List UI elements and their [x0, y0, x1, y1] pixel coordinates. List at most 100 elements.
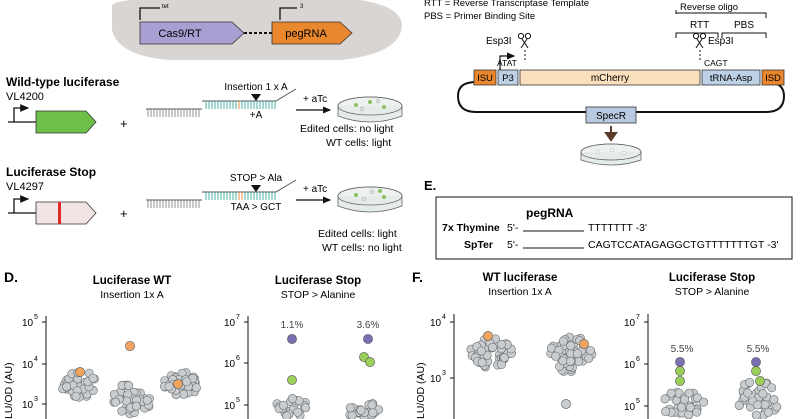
panel-f-left-tick-2: 103	[430, 370, 454, 385]
data-dot	[734, 400, 744, 410]
data-dot	[767, 383, 777, 393]
petri-dish-wt	[337, 96, 403, 123]
data-dot	[142, 395, 152, 405]
data-dot	[301, 403, 311, 413]
legend-top-right: RTT = Reverse Transcriptase Template PBS…	[424, 0, 767, 38]
svg-text:10: 10	[22, 318, 34, 329]
esp3i-right-label: Esp3I	[708, 36, 734, 47]
construct-stop-strain: VL4297	[6, 181, 44, 193]
data-dot	[585, 346, 595, 356]
cas9-rt-label: Cas9/RT	[158, 28, 201, 40]
specr-block	[585, 106, 637, 124]
construct-stop-title: Luciferase Stop	[6, 165, 96, 179]
mcherry-label: mCherry	[591, 73, 629, 84]
panel-f: F. WT luciferase Insertion 1x A Lucifera…	[412, 269, 782, 419]
specr-label: SpecR	[596, 111, 626, 122]
data-dot	[124, 380, 134, 390]
panel-f-pct-2: 5.5%	[747, 344, 770, 355]
data-dot	[584, 353, 594, 363]
data-dot	[345, 403, 355, 413]
p3-label: P3	[502, 73, 514, 84]
svg-text:10: 10	[624, 360, 636, 371]
data-dot	[751, 410, 761, 419]
data-dot	[666, 388, 676, 398]
promoter-tet-label: tet	[162, 4, 169, 10]
construct-wt-title: Wild-type luciferase	[6, 75, 120, 89]
isd-block	[761, 69, 785, 86]
overhang-left: ATAT	[497, 58, 517, 68]
svg-text:10: 10	[224, 359, 236, 370]
panel-e-letter: E.	[424, 178, 436, 193]
stop-codon-mark	[58, 202, 61, 224]
svg-text:10: 10	[624, 318, 636, 329]
data-dot	[71, 391, 81, 401]
panel-e: E. pegRNA 7x Thymine 5'- TTTTTTT -3' SpT…	[424, 178, 793, 260]
data-dot	[551, 351, 561, 361]
data-dot	[164, 381, 174, 391]
lux-stop-arrow	[35, 201, 97, 225]
panel-d-pct-1: 1.1%	[281, 320, 304, 331]
outcome-stop-2: WT cells: no light	[322, 242, 402, 254]
row1-label: 7x Thymine	[442, 222, 500, 234]
panel-e-header: pegRNA	[526, 206, 574, 220]
panel-f-left-subtitle: Insertion 1x A	[488, 286, 552, 298]
data-dot	[699, 397, 709, 407]
trna-block	[701, 69, 761, 86]
rtt-label: RTT	[690, 20, 709, 31]
row1-seq: TTTTTTT -3'	[588, 222, 647, 234]
outcome-wt-1: Edited cells: no light	[300, 123, 393, 135]
panel-d-left-title: Luciferase WT	[93, 275, 172, 287]
svg-text:6: 6	[636, 356, 640, 363]
construct-stop-plus: +	[120, 206, 128, 221]
panel-d-left-tick-2: 104	[22, 356, 46, 371]
lux-green-arrow	[35, 110, 97, 134]
panel-d-left-subtitle: Insertion 1x A	[100, 289, 164, 301]
construct-stop-promoter-icon	[13, 195, 30, 213]
data-dot-highlight	[751, 357, 761, 367]
row2-seq: CAGTCCATAGAGGCTGTTTTTTTGT -3'	[588, 239, 778, 251]
data-dot	[347, 410, 357, 419]
data-dot	[546, 343, 556, 353]
data-dot	[477, 357, 487, 367]
row2-label: SpTer	[464, 239, 493, 251]
panel-f-left-tick-1: 104	[430, 314, 454, 329]
panel-d-left-tick-3: 103	[22, 396, 46, 411]
svg-text:4: 4	[442, 314, 446, 321]
data-dot-highlight	[365, 357, 375, 367]
svg-text:7: 7	[636, 314, 640, 321]
edit-stop-bottom: TAA > GCT	[231, 202, 282, 213]
construct-wt-promoter-icon	[13, 104, 30, 122]
data-dot	[661, 406, 671, 416]
scissors-right-icon	[692, 32, 707, 49]
panel-d-dots	[58, 334, 383, 419]
data-dot	[117, 406, 127, 416]
pegrna-label: pegRNA	[285, 28, 327, 40]
overhang-right: CAGT	[704, 58, 728, 68]
outcome-wt-2: WT cells: light	[326, 137, 391, 149]
pbs-label: PBS	[734, 20, 754, 31]
data-dot	[476, 346, 486, 356]
plasmid-map: ISU P3 mCherry tRNA-Asp ISD Esp3I ATAT E…	[456, 32, 786, 166]
atc-stop: + aTc	[303, 184, 327, 195]
svg-text:6: 6	[236, 355, 240, 362]
row1-prime5: 5'-	[507, 222, 519, 234]
svg-text:3: 3	[34, 396, 38, 403]
construct-wt: Wild-type luciferase VL4200 + Insertion …	[6, 75, 403, 149]
insertion-marker-icon	[251, 94, 261, 101]
row2-prime5: 5'-	[507, 239, 519, 251]
data-dot	[278, 400, 288, 410]
data-dot	[760, 400, 770, 410]
pegrna-arrow	[271, 21, 353, 45]
data-dot	[367, 400, 377, 410]
cell-cassette: tet Cas9/RT 3 pegRNA	[112, 0, 402, 60]
data-dot	[131, 401, 141, 411]
data-dot-highlight	[173, 379, 183, 389]
reverse-oligo-label: Reverse oligo	[680, 2, 738, 13]
data-dot-highlight	[483, 331, 493, 341]
data-dot	[676, 402, 686, 412]
petri-dish-stop	[337, 186, 403, 213]
panel-d: D. Luciferase WT Insertion 1x A Lucifera…	[3, 269, 383, 419]
svg-text:3: 3	[442, 370, 446, 377]
panel-d-ylabel: LU/OD (AU)	[3, 362, 15, 419]
data-dot-highlight	[125, 341, 135, 351]
